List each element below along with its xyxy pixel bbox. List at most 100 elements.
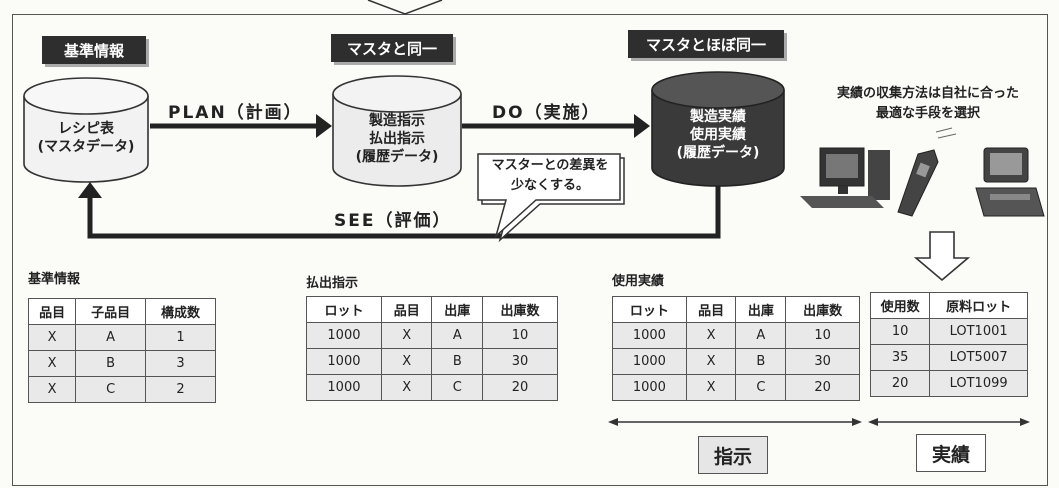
plan-arrow [150,114,332,138]
cell: 35 [869,344,931,371]
actual-cylinder [651,71,785,187]
table-row: X A 1 [27,324,216,351]
table-row: 35 LOT5007 [869,344,1028,371]
cell: X [685,348,737,375]
handheld-scanner-icon [897,127,957,217]
issue-table: ロット 品目 出庫 出庫数 1000 X A 10 1000 X B 30 10… [306,296,558,401]
cell: X [685,374,737,401]
cell: 10 [482,322,558,349]
cell: 2 [145,376,216,403]
usage-table-title: 使用実績 [612,274,665,289]
cell: A [75,324,147,351]
col-header: 原料ロット [929,292,1028,319]
recipe-label: レシピ表 (マスタデータ) [37,121,135,155]
collection-note: 実績の収集方法は自社に合った 最適な手段を選択 [836,86,1019,121]
col-header: 出庫数 [482,296,558,323]
result-table: 使用数 原料ロット 10 LOT1001 35 LOT5007 20 LOT10… [869,292,1028,397]
diagram-frame [12,14,1048,486]
issue-table-title: 払出指示 [306,276,359,291]
cell: B [431,348,484,375]
pos-terminal-icon [975,147,1045,217]
header-same-master: マスタと同一 [331,34,453,62]
cell: C [735,374,787,401]
instruction-span-arrow [608,418,862,426]
col-header: 構成数 [145,298,216,325]
cell: LOT1001 [929,318,1028,345]
table-row: 1000 X A 10 [306,322,558,349]
col-header: 品目 [685,296,737,323]
table-row: 1000 X B 30 [612,348,860,375]
cell: 10 [785,322,860,349]
header-almost-same-master: マスタとほぼ同一 [628,30,784,58]
see-label: SEE（評価） [334,211,452,231]
instruction-cylinder [332,75,462,187]
col-header: 出庫数 [785,296,860,323]
desktop-pc-icon [800,147,890,208]
cell: A [735,322,787,349]
cell: 1000 [612,322,687,349]
cell: 1000 [306,322,382,349]
cell: 10 [869,318,931,345]
actual-span-arrow [868,418,1030,426]
cell: 20 [869,370,931,397]
cell: X [27,324,77,351]
base-table: 品目 子品目 構成数 X A 1 X B 3 X C 2 [27,298,216,403]
cell: 30 [482,348,558,375]
cell: X [27,376,77,403]
table-row: 20 LOT1099 [869,370,1028,397]
col-header: 使用数 [869,292,931,319]
cell: X [380,348,433,375]
usage-table: ロット 品目 出庫 出庫数 1000 X A 10 1000 X B 30 10… [612,296,860,401]
actual-label-box: 実績 [916,434,986,472]
cell: LOT5007 [929,344,1028,371]
cell: B [735,348,787,375]
table-row: X C 2 [27,376,216,403]
cell: C [75,376,147,403]
cell: 1000 [612,374,687,401]
cell: 30 [785,348,860,375]
cell: 20 [482,374,558,401]
cell: 1000 [612,348,687,375]
table-row: 1000 X C 20 [306,374,558,401]
table-row: 1000 X B 30 [306,348,558,375]
col-header: 出庫 [431,296,484,323]
cell: A [431,322,484,349]
cell: B [75,350,147,377]
top-chevron-icon [367,0,443,15]
plan-label: PLAN（計画） [168,103,303,123]
col-header: ロット [306,296,382,323]
down-arrow-icon [913,231,971,282]
table-row: 1000 X A 10 [612,322,860,349]
recipe-cylinder [23,77,149,183]
instruction-label-box: 指示 [698,436,768,474]
col-header: 出庫 [735,296,787,323]
base-table-title: 基準情報 [28,272,81,287]
col-header: 品目 [27,298,77,325]
do-arrow [462,114,650,138]
col-header: 子品目 [75,298,147,325]
table-row: 10 LOT1001 [869,318,1028,345]
cell: 20 [785,374,860,401]
cell: X [380,374,433,401]
callout-text: マスターとの差異を 少なくする。 [491,158,609,193]
instruction-label: 製造指示 払出指示 (履歴データ) [355,113,439,165]
see-arrow [78,182,721,239]
do-label: DO（実施） [492,103,601,123]
header-base-info: 基準情報 [42,36,146,64]
cell: 1 [145,324,216,351]
cell: X [380,322,433,349]
actual-label: 製造実績 使用実績 (履歴データ) [676,109,760,161]
cell: X [27,350,77,377]
cell: 1000 [306,374,382,401]
cell: X [685,322,737,349]
cell: LOT1099 [929,370,1028,397]
table-row: X B 3 [27,350,216,377]
table-row: 1000 X C 20 [612,374,860,401]
cell: 1000 [306,348,382,375]
col-header: 品目 [380,296,433,323]
col-header: ロット [612,296,687,323]
cell: C [431,374,484,401]
cell: 3 [145,350,216,377]
callout-bubble [477,153,625,243]
